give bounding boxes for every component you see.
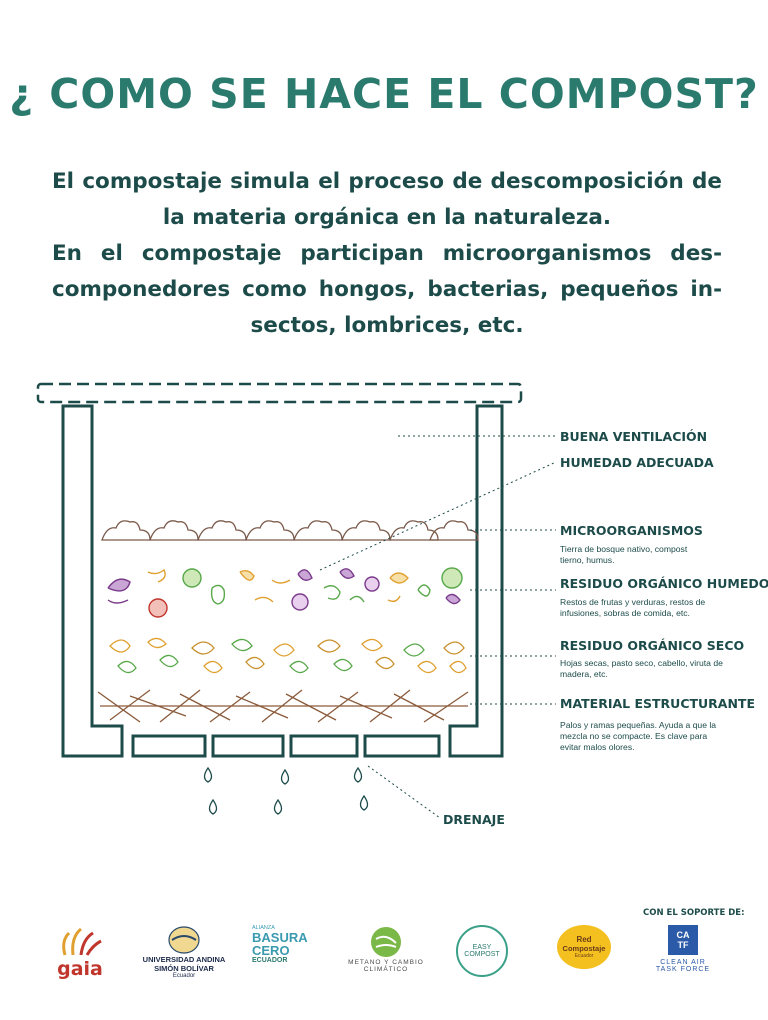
intro-text: El compostaje simula el proceso de desco… — [52, 164, 722, 344]
desc-structural-3: evitar malos olores. — [560, 742, 635, 752]
label-humidity: HUMEDAD ADECUADA — [560, 455, 714, 470]
logo-uasb-line2: SIMÓN BOLÍVAR — [154, 964, 214, 973]
wet-residue-layer — [107, 567, 463, 618]
structural-material-layer — [97, 689, 469, 723]
desc-wet-residue-2: infusiones, sobras de comida, etc. — [560, 608, 690, 618]
logo-basura-line4: ECUADOR — [252, 957, 288, 964]
logo-catf-line2: TF — [677, 940, 689, 950]
logo-basura-line3: CERO — [252, 943, 290, 958]
desc-structural-1: Palos y ramas pequeñas. Ayuda a que la — [560, 720, 716, 730]
label-structural-material: MATERIAL ESTRUCTURANTE — [560, 696, 755, 711]
bin-lid — [36, 382, 523, 404]
easy-compost-circle: EASY COMPOST — [456, 925, 508, 977]
logo-catf: CA TF CLEAN AIR TASK FORCE — [648, 925, 718, 973]
logo-catf-line4: TASK FORCE — [655, 966, 711, 973]
logo-red-compostaje: Red Compostaje Ecuador — [554, 925, 614, 969]
page-title: ¿ COMO SE HACE EL COMPOST? — [9, 70, 759, 118]
red-compostaje-badge: Red Compostaje Ecuador — [557, 925, 611, 969]
compost-bin-diagram: BUENA VENTILACIÓN HUMEDAD ADECUADA MICRO… — [36, 382, 768, 827]
drainage-droplets — [203, 766, 369, 815]
microorganisms-layer — [101, 520, 479, 541]
catf-square: CA TF — [668, 925, 698, 955]
dry-residue-layer — [109, 637, 467, 674]
label-ventilation: BUENA VENTILACIÓN — [560, 429, 707, 444]
logo-basura-line1: ALIANZA — [252, 925, 275, 931]
logo-catf-line3: CLEAN AIR — [660, 959, 706, 966]
logo-metano: METANO Y CAMBIO CLIMÁTICO — [346, 925, 426, 973]
desc-microorganisms-2: tierno, humus. — [560, 555, 614, 565]
desc-dry-residue-2: madera, etc. — [560, 669, 608, 679]
logo-red-line1: Red — [576, 935, 592, 944]
sponsor-logos: gaia UNIVERSIDAD ANDINA SIMÓN BOLÍVAR Ec… — [40, 925, 740, 1005]
logo-easy-line1: EASY — [472, 944, 492, 951]
logo-red-line2: Compostaje — [562, 944, 606, 953]
metano-leaf-icon — [371, 927, 401, 957]
support-label: CON EL SOPORTE DE: — [643, 908, 745, 918]
desc-wet-residue-1: Restos de frutas y verduras, restos de — [560, 597, 705, 607]
label-drainage: DRENAJE — [443, 812, 505, 827]
logo-catf-line1: CA — [676, 930, 690, 940]
logo-easy-line2: COMPOST — [464, 951, 500, 958]
intro-paragraph-2: En el compostaje participan microorganis… — [52, 241, 722, 338]
logo-gaia-text: gaia — [57, 958, 103, 980]
desc-dry-residue-1: Hojas secas, pasto seco, cabello, viruta… — [560, 658, 723, 668]
logo-uasb-line1: UNIVERSIDAD ANDINA — [142, 955, 226, 964]
logo-metano-line2: CLIMÁTICO — [363, 966, 409, 973]
label-microorganisms: MICROORGANISMOS — [560, 523, 703, 538]
bin-right-wall — [448, 404, 504, 758]
desc-microorganisms-1: Tierra de bosque nativo, compost — [560, 544, 688, 554]
logo-uasb-line3: Ecuador — [172, 973, 196, 979]
intro-paragraph-1: El compostaje simula el proceso de desco… — [52, 169, 722, 230]
label-dry-residue: RESIDUO ORGÁNICO SECO — [560, 638, 744, 653]
logo-red-line3: Ecuador — [574, 953, 594, 959]
logo-easy-compost: EASY COMPOST — [454, 925, 510, 977]
leader-lines — [319, 435, 557, 819]
logo-uasb: UNIVERSIDAD ANDINA SIMÓN BOLÍVAR Ecuador — [134, 925, 234, 979]
gaia-hands-icon — [62, 927, 102, 956]
logo-basura-line2: BASURA — [252, 930, 308, 945]
logo-basura-cero: ALIANZA BASURA CERO ECUADOR — [252, 925, 316, 964]
desc-structural-2: mezcla no se compacte. Es clave para — [560, 731, 707, 741]
condor-emblem-icon — [168, 926, 200, 954]
bin-left-wall — [61, 404, 124, 758]
label-wet-residue: RESIDUO ORGÁNICO HUMEDO — [560, 576, 768, 591]
logo-metano-line1: METANO Y CAMBIO — [348, 959, 424, 966]
bin-bottom-slats — [131, 734, 441, 758]
logo-gaia: gaia — [52, 925, 108, 979]
